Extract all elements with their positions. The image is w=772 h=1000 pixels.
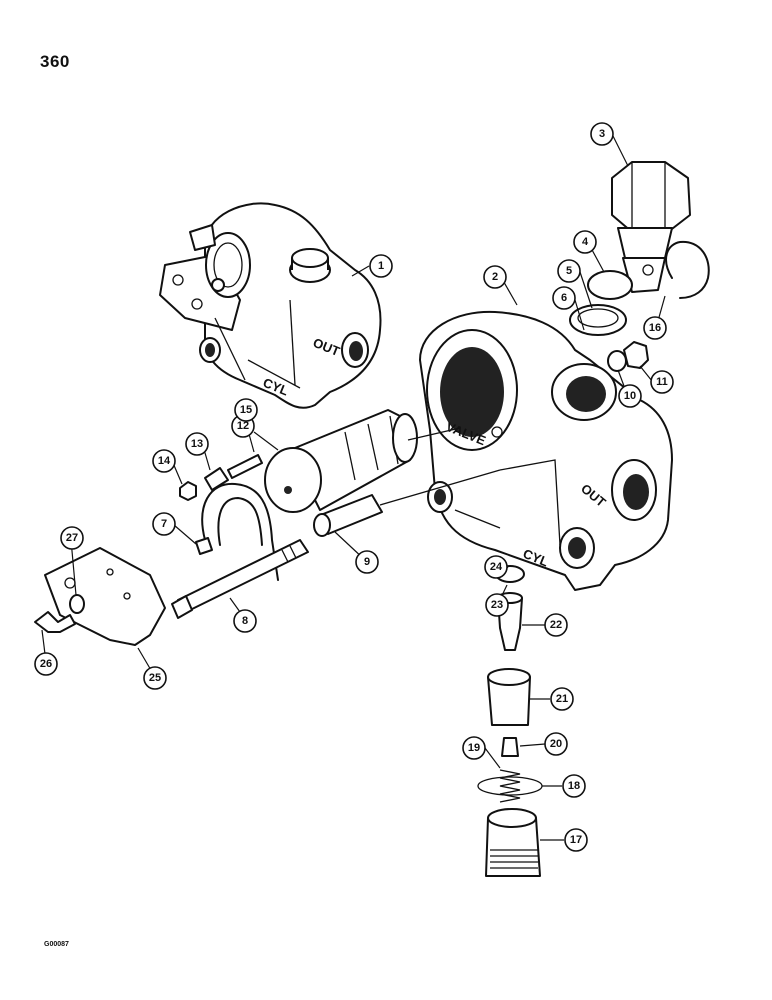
- callout-10: 10: [618, 384, 642, 408]
- callout-6: 6: [552, 286, 576, 310]
- callout-14: 14: [152, 449, 176, 473]
- svg-text:15: 15: [240, 404, 252, 416]
- o-ring-part-4: [587, 270, 633, 300]
- callout-18: 18: [562, 774, 586, 798]
- washer-part-27: [69, 594, 85, 614]
- valve-assembly-part-1: [159, 202, 382, 409]
- valve-housing-part-2: [419, 310, 673, 591]
- callout-24: 24: [484, 555, 508, 579]
- svg-text:24: 24: [490, 561, 503, 573]
- callout-27: 27: [60, 526, 84, 550]
- leader-lines: [41, 135, 666, 841]
- callout-5: 5: [557, 259, 581, 283]
- callout-23: 23: [485, 593, 509, 617]
- callout-21: 21: [550, 687, 574, 711]
- sleeve-part-21: [487, 668, 531, 726]
- callout-13: 13: [185, 432, 209, 456]
- screw-part-26: [34, 611, 76, 633]
- nut-part-14: [179, 481, 197, 501]
- svg-text:8: 8: [242, 615, 248, 627]
- snap-ring-part-16: [665, 240, 710, 299]
- svg-text:6: 6: [561, 292, 567, 304]
- callout-16: 16: [643, 316, 667, 340]
- svg-text:16: 16: [649, 322, 661, 334]
- backup-ring-part-5: [569, 304, 627, 336]
- callout-4: 4: [573, 230, 597, 254]
- svg-text:22: 22: [550, 619, 562, 631]
- pin-part-7: [195, 537, 213, 555]
- nut-part-11: [623, 341, 649, 369]
- svg-text:4: 4: [582, 236, 589, 248]
- svg-text:17: 17: [570, 834, 582, 846]
- clevis-and-bolt-part-8: [171, 482, 309, 619]
- callout-1: 1: [369, 254, 393, 278]
- svg-text:7: 7: [161, 518, 167, 530]
- svg-text:18: 18: [568, 780, 580, 792]
- washer-part-10: [607, 350, 627, 372]
- svg-text:12: 12: [237, 420, 249, 432]
- callout-2: 2: [483, 265, 507, 289]
- svg-text:5: 5: [566, 265, 572, 277]
- callout-11: 11: [650, 370, 674, 394]
- callout-15: 15: [234, 398, 258, 422]
- svg-text:10: 10: [624, 390, 636, 402]
- callout-22: 22: [544, 613, 568, 637]
- screw-part-12: [227, 454, 263, 479]
- svg-text:14: 14: [158, 455, 171, 467]
- callout-20: 20: [544, 732, 568, 756]
- callout-3: 3: [590, 122, 614, 146]
- svg-text:21: 21: [556, 693, 568, 705]
- relief-cap-part-3: [611, 161, 691, 293]
- svg-text:3: 3: [599, 128, 605, 140]
- page-number: 360: [40, 52, 70, 71]
- svg-text:1: 1: [378, 260, 384, 272]
- alignment-line: [407, 427, 461, 441]
- plug-part-17: [485, 808, 541, 877]
- svg-text:13: 13: [191, 438, 203, 450]
- bushing-part-9: [313, 494, 383, 537]
- svg-text:20: 20: [550, 738, 562, 750]
- ball-seat-part-20: [501, 737, 519, 757]
- callout-8: 8: [233, 609, 257, 633]
- drawing-code: G00087: [44, 941, 69, 948]
- svg-text:27: 27: [66, 532, 78, 544]
- spool-part-15: [264, 409, 418, 513]
- alignment-line: [379, 469, 501, 506]
- check-valve-parts-17-24: [477, 565, 543, 877]
- svg-text:23: 23: [491, 599, 503, 611]
- clip-part-13: [204, 467, 229, 491]
- svg-text:19: 19: [468, 742, 480, 754]
- svg-text:26: 26: [40, 658, 52, 670]
- callout-9: 9: [355, 550, 379, 574]
- svg-text:2: 2: [492, 271, 498, 283]
- callout-25: 25: [143, 666, 167, 690]
- spring-part-19: [499, 769, 521, 803]
- svg-text:11: 11: [656, 376, 668, 388]
- callout-7: 7: [152, 512, 176, 536]
- svg-text:25: 25: [149, 672, 161, 684]
- svg-text:9: 9: [364, 556, 370, 568]
- callout-17: 17: [564, 828, 588, 852]
- callout-26: 26: [34, 652, 58, 676]
- callout-19: 19: [462, 736, 486, 760]
- mounting-bracket-part-25: [44, 547, 166, 646]
